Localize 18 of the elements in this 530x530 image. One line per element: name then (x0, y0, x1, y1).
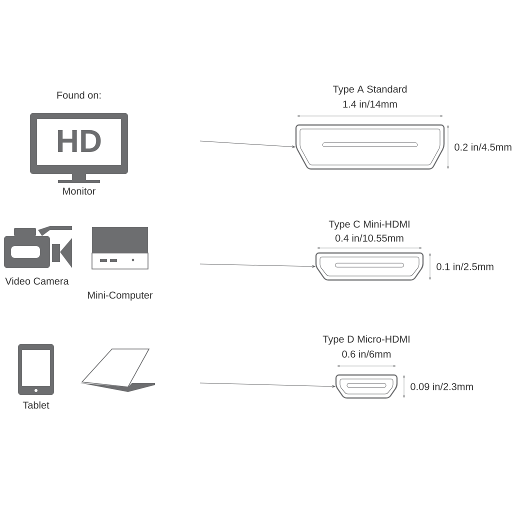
arrow (200, 264, 316, 268)
dimension-label: 0.4 in/10.55mm (335, 234, 404, 242)
dimension-label: 0.2 in/4.5mm (454, 143, 512, 151)
device-caption: Video Camera (5, 277, 69, 285)
dimension-label: 0.09 in/2.3mm (410, 382, 473, 390)
dimension-label: 0.6 in/6mm (342, 350, 391, 358)
port-title: Type D Micro-HDMI (322, 335, 410, 345)
device-caption: Mini-Computer (88, 291, 153, 301)
screen-text: HD (58, 130, 101, 152)
arrow (200, 140, 296, 148)
device-caption: Monitor (63, 187, 96, 195)
arrow (200, 382, 336, 388)
port-title: Type A Standard (332, 85, 407, 95)
dimension-label: 0.1 in/2.5mm (436, 262, 494, 270)
device-caption: Tablet (22, 401, 50, 409)
caption: Found on: (57, 91, 101, 99)
dimension-label: 1.4 in/14mm (343, 100, 397, 108)
port-title: Type C Mini-HDMI (328, 220, 410, 230)
